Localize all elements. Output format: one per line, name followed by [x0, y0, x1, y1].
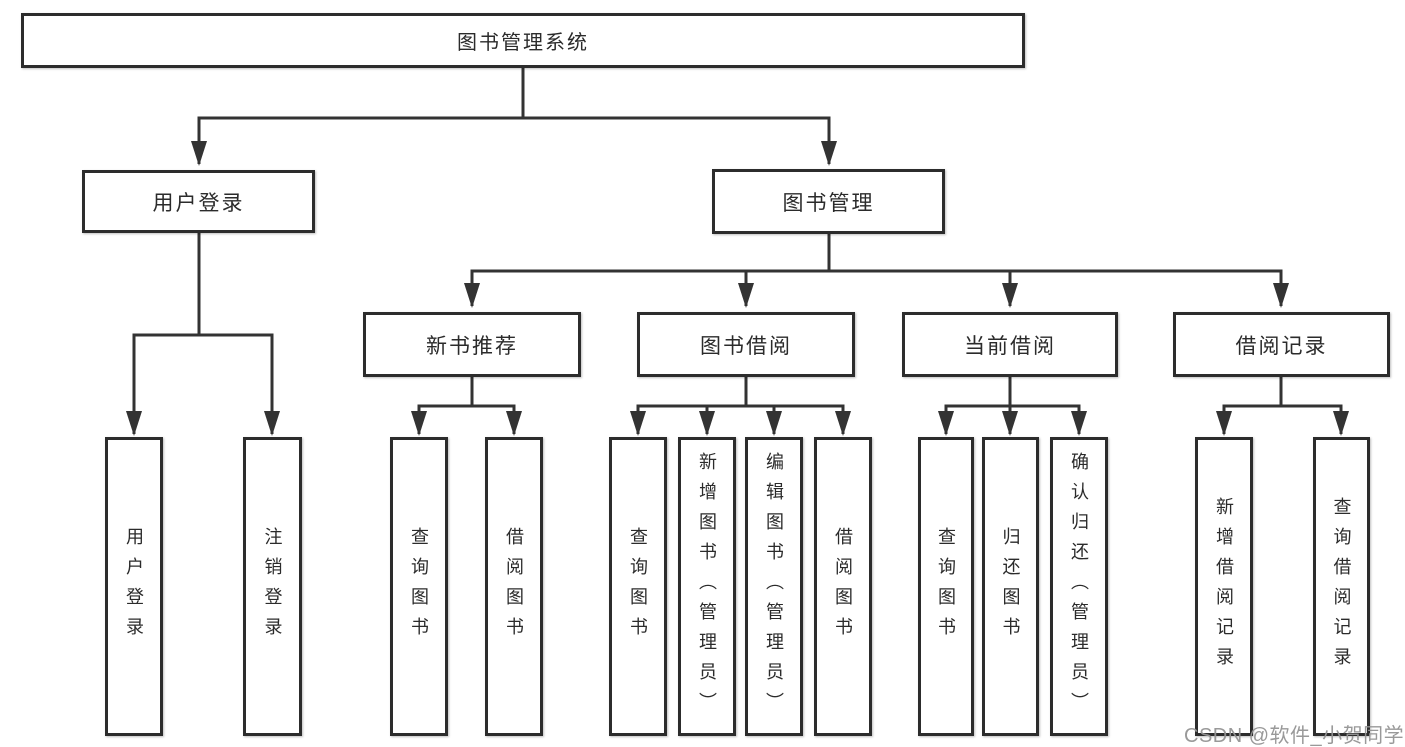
node-label: 注销登录 [262, 526, 283, 647]
csdn-watermark: CSDN @软件_小贺同学 [1184, 725, 1405, 747]
node-label: 查询借阅记录 [1331, 496, 1352, 677]
node-label: 新增借阅记录 [1214, 496, 1234, 677]
node-label: 借阅图书 [504, 526, 524, 647]
node-book-management: 图书管理 [712, 169, 945, 234]
node-label: 查询图书 [628, 526, 648, 647]
node-label: 图书管理 [782, 191, 875, 215]
leaf-query-borrow-record: 查询借阅记录 [1313, 437, 1370, 736]
node-label: 借阅记录 [1235, 334, 1328, 358]
node-label: 用户登录 [152, 191, 245, 215]
node-current-borrowing: 当前借阅 [902, 312, 1118, 377]
node-label: 图书管理系统 [457, 32, 589, 54]
leaf-query-books-borrowing: 查询图书 [609, 437, 667, 736]
leaf-add-borrow-record: 新增借阅记录 [1195, 437, 1253, 736]
leaf-confirm-return-admin: 确认归还（管理员） [1050, 437, 1108, 736]
node-label: 图书借阅 [700, 334, 792, 358]
node-label: 新书推荐 [426, 334, 518, 358]
node-label: 用户登录 [124, 526, 144, 647]
node-label: 归还图书 [1000, 526, 1021, 647]
node-borrowing-records: 借阅记录 [1173, 312, 1390, 377]
node-label: 查询图书 [936, 526, 956, 647]
leaf-query-books-recommend: 查询图书 [390, 437, 448, 736]
node-new-book-recommend: 新书推荐 [363, 312, 581, 377]
leaf-query-books-current: 查询图书 [918, 437, 974, 736]
node-label: 编辑图书（管理员） [764, 451, 784, 722]
node-library-system: 图书管理系统 [21, 13, 1025, 68]
leaf-add-book-admin: 新增图书（管理员） [678, 437, 736, 736]
node-label: 确认归还（管理员） [1069, 451, 1089, 722]
leaf-edit-book-admin: 编辑图书（管理员） [745, 437, 803, 736]
leaf-borrow-books-recommend: 借阅图书 [485, 437, 543, 736]
node-label: 查询图书 [409, 526, 429, 647]
node-label: 新增图书（管理员） [697, 451, 717, 722]
node-book-borrowing: 图书借阅 [637, 312, 855, 377]
leaf-logout: 注销登录 [243, 437, 302, 736]
leaf-user-login: 用户登录 [105, 437, 163, 736]
node-label: 借阅图书 [833, 526, 853, 647]
leaf-return-books: 归还图书 [982, 437, 1039, 736]
leaf-borrow-books-borrowing: 借阅图书 [814, 437, 872, 736]
node-user-login: 用户登录 [82, 170, 315, 233]
node-label: 当前借阅 [964, 334, 1056, 358]
